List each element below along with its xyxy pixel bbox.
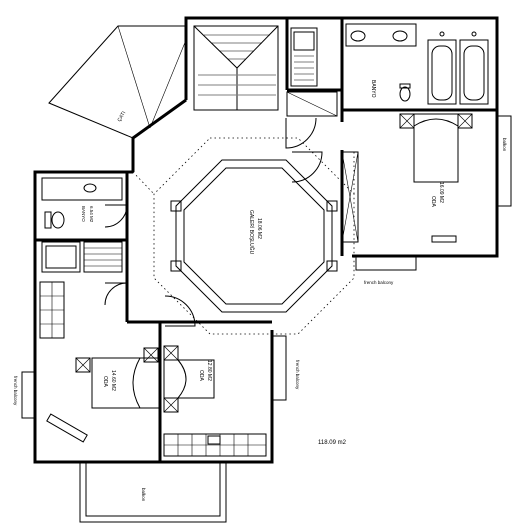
french-balcony-mid: french balcony [271, 335, 300, 401]
shower-block [286, 27, 338, 117]
gallery-void: GALERİ BOŞLUĞU 18.06 M2 [132, 137, 355, 335]
balcony-bottom-label: balkon [141, 488, 146, 502]
roof-label: ÇATI [117, 110, 128, 123]
bathroom-small-label: BANYO [81, 206, 86, 222]
bottom-balcony: balkon [79, 462, 227, 523]
french-balcony-right-label: french balcony [364, 280, 394, 285]
balcony-right-label: balkon [502, 138, 507, 152]
middle-wardrobe [163, 433, 267, 457]
middle-bedroom: ODA 12.80 M2 [163, 345, 215, 413]
french-balcony-left: french balcony [13, 371, 37, 419]
french-balcony-mid-label: french balcony [295, 360, 300, 390]
doors [104, 117, 323, 327]
bedroom-closet [341, 151, 359, 243]
bedroom-main-area: 16.09 M2 [438, 182, 444, 203]
total-area: 118.09 m2 [318, 440, 347, 446]
bedroom-main-label: ODA [430, 196, 436, 208]
bedroom-left-area: 14.60 M2 [110, 370, 116, 391]
small-bathroom: BANYO 6.54 M2 [41, 177, 123, 273]
main-bedroom: ODA 16.09 M2 [399, 113, 473, 243]
bedroom-mid-area: 12.80 M2 [206, 360, 212, 381]
french-balcony-left-label: french balcony [13, 376, 18, 406]
bathroom-small-area: 6.54 M2 [89, 206, 94, 223]
staircase [193, 25, 279, 111]
hall-label: GALERİ BOŞLUĞU [248, 210, 255, 255]
bedroom-mid-label: ODA [198, 370, 204, 382]
right-balcony: balkon [496, 115, 512, 207]
hall-area: 18.06 M2 [256, 218, 262, 239]
french-balcony-right: french balcony [355, 255, 417, 285]
main-bathroom: BANYO [345, 23, 489, 105]
bedroom-left-label: ODA [102, 376, 108, 388]
left-wardrobe [39, 281, 65, 339]
left-bedroom: ODA 14.60 M2 [46, 347, 161, 443]
bathroom-main-label: BANYO [370, 80, 376, 98]
